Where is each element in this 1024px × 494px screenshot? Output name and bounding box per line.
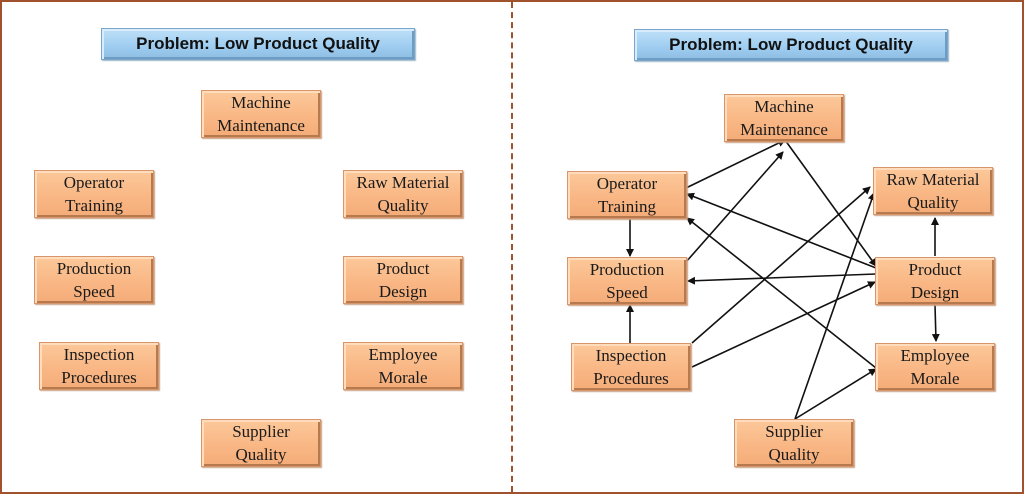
node-label-line1: Machine [231,93,291,112]
left-node-machine-maintenance: Machine Maintenance [201,90,321,138]
node-label-line1: Operator [63,173,125,192]
node-label-line1: Supplier [232,422,290,441]
node-label-line2: Quality [377,196,429,215]
node-label-line1: Operator [596,174,658,193]
node-label-line1: Machine [754,97,814,116]
node-label-line2: Procedures [593,369,669,388]
right-node-machine-maintenance: Machine Maintenance [724,94,844,142]
node-label-line2: Quality [907,193,959,212]
right-node-employee-morale: Employee Morale [875,343,995,391]
node-label-line2: Training [598,197,656,216]
left-problem-title: Problem: Low Product Quality [101,28,415,60]
node-label-line1: Employee [368,345,438,364]
left-node-inspection-procedures: Inspection Procedures [39,342,159,390]
node-label-line1: Inspection [595,346,667,365]
node-label-line2: Design [378,282,428,301]
node-label-line2: Training [65,196,123,215]
node-label-line1: Supplier [765,422,823,441]
left-node-employee-morale: Employee Morale [343,342,463,390]
panel-divider [511,2,513,492]
node-label-line2: Speed [73,282,115,301]
node-label-line2: Morale [378,368,428,387]
left-node-product-design: Product Design [343,256,463,304]
right-node-production-speed: Production Speed [567,257,687,305]
node-label-line1: Employee [900,346,970,365]
right-node-inspection-procedures: Inspection Procedures [571,343,691,391]
left-node-raw-material-quality: Raw Material Quality [343,170,463,218]
node-label-line2: Quality [768,445,820,464]
right-node-supplier-quality: Supplier Quality [734,419,854,467]
node-label-line2: Quality [235,445,287,464]
node-label-line1: Product [376,259,430,278]
node-label-line1: Raw Material [886,170,980,189]
node-label-line1: Production [589,260,665,279]
node-label-line2: Design [910,283,960,302]
right-node-raw-material-quality: Raw Material Quality [873,167,993,215]
left-node-operator-training: Operator Training [34,170,154,218]
node-label-line2: Maintenance [740,120,828,139]
right-problem-title: Problem: Low Product Quality [634,29,948,61]
node-label-line2: Maintenance [217,116,305,135]
node-label-line1: Product [908,260,962,279]
node-label-line2: Morale [910,369,960,388]
node-label-line1: Inspection [63,345,135,364]
left-node-supplier-quality: Supplier Quality [201,419,321,467]
right-node-product-design: Product Design [875,257,995,305]
node-label-line1: Production [56,259,132,278]
node-label-line1: Raw Material [356,173,450,192]
node-label-line2: Procedures [61,368,137,387]
node-label-line2: Speed [606,283,648,302]
right-node-operator-training: Operator Training [567,171,687,219]
left-node-production-speed: Production Speed [34,256,154,304]
